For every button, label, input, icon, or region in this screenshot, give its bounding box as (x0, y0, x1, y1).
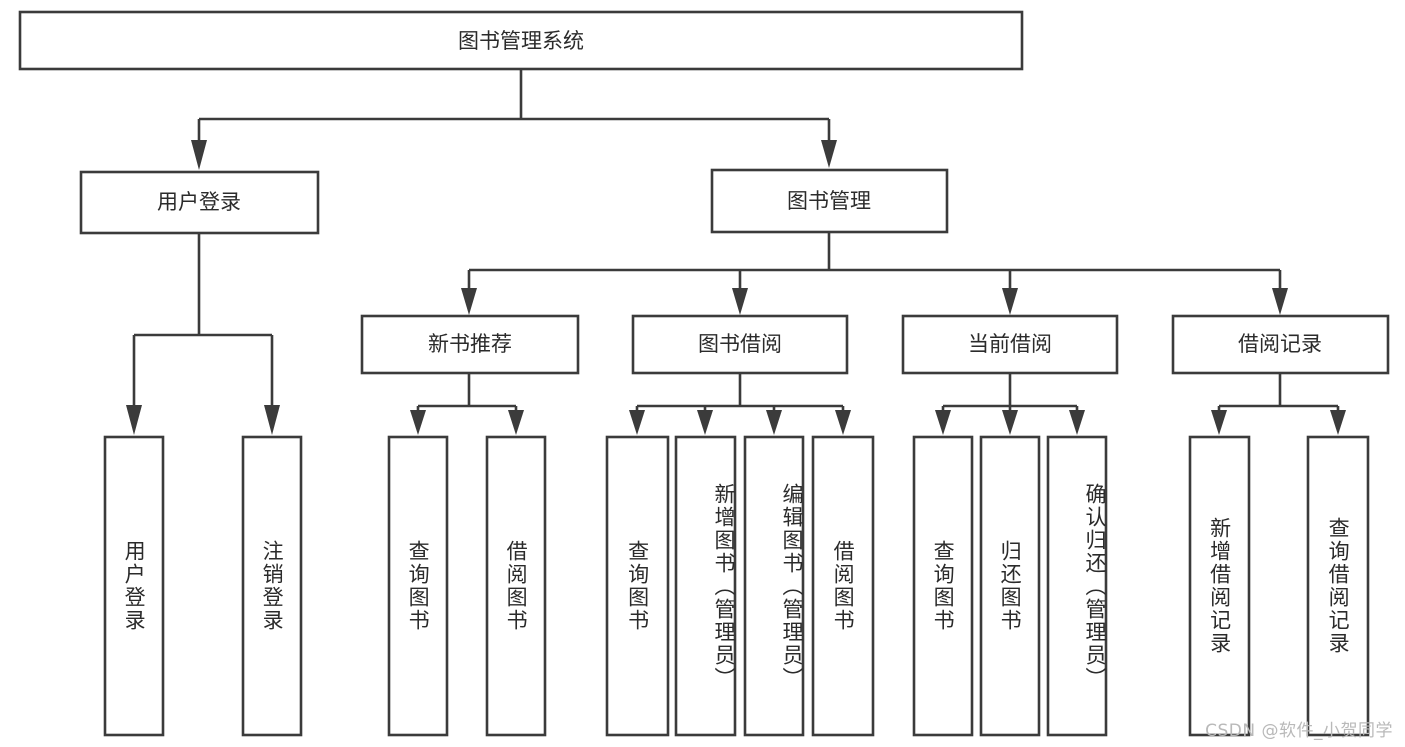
arrow-icon-cb-1 (935, 410, 951, 435)
node-new-book-recommend-box[interactable] (360, 314, 580, 375)
node-new-book-recommend[interactable]: 新书推荐 (360, 314, 580, 375)
arrow-icon-ul-2 (264, 405, 280, 435)
node-book-borrow-box[interactable] (631, 314, 849, 375)
node-book-management-box[interactable] (710, 168, 949, 234)
node-book-borrow[interactable]: 图书借阅 (631, 314, 849, 375)
node-root-system[interactable]: 图书管理系统 (18, 10, 1024, 71)
leaf-box-query-book-new[interactable] (387, 435, 449, 737)
arrow-icon-ul-1 (126, 405, 142, 435)
arrow-icon-bw-3 (766, 410, 782, 435)
leaf-box-query-borrow-record[interactable] (1306, 435, 1370, 737)
node-new-book-recommend-label: 新书推荐 (428, 332, 512, 356)
node-book-management-label: 图书管理 (787, 189, 871, 213)
leaf-box-query-book-borrow[interactable] (605, 435, 670, 737)
arrow-icon-nb-1 (410, 410, 426, 435)
arrow-icon-cb-3 (1069, 410, 1085, 435)
leaf-box-add-borrow-record[interactable] (1188, 435, 1251, 737)
arrow-icon-l3-2 (732, 288, 748, 315)
node-borrow-record-label: 借阅记录 (1238, 332, 1322, 356)
connector-newbook-to-leaves (410, 373, 524, 435)
arrow-icon-l3-3 (1002, 288, 1018, 315)
leaf-box-logout[interactable] (241, 435, 303, 737)
node-user-login-box[interactable] (79, 170, 320, 235)
arrow-icon-rc-2 (1330, 410, 1346, 435)
arrow-icon-bw-4 (835, 410, 851, 435)
leaf-box-borrow-book-new[interactable] (485, 435, 547, 737)
arrow-icon-l3-1 (461, 288, 477, 315)
arrow-icon-user-login (191, 140, 207, 170)
leaf-box-edit-book-admin[interactable] (743, 435, 805, 737)
node-current-borrow[interactable]: 当前借阅 (901, 314, 1119, 375)
connector-record-to-leaves (1211, 373, 1346, 435)
connector-current-to-leaves (935, 373, 1085, 435)
leaf-box-borrow-book[interactable] (811, 435, 875, 737)
leaf-box-user-login[interactable] (103, 435, 165, 737)
node-root-box[interactable] (18, 10, 1024, 71)
arrow-icon-rc-1 (1211, 410, 1227, 435)
node-borrow-record-box[interactable] (1171, 314, 1390, 375)
connector-bookmgmt-to-level3 (461, 232, 1288, 315)
arrow-icon-bw-2 (697, 410, 713, 435)
node-current-borrow-label: 当前借阅 (968, 332, 1052, 356)
arrow-icon-book-mgmt (821, 140, 837, 168)
arrow-icon-nb-2 (508, 410, 524, 435)
csdn-watermark: CSDN @软件_小贺同学 (1205, 721, 1393, 741)
connector-userlogin-to-leaves (126, 233, 280, 435)
arrow-icon-bw-1 (629, 410, 645, 435)
node-user-login-label: 用户登录 (157, 190, 241, 214)
arrow-icon-l3-4 (1272, 288, 1288, 315)
node-current-borrow-box[interactable] (901, 314, 1119, 375)
node-book-management[interactable]: 图书管理 (710, 168, 949, 234)
node-borrow-record[interactable]: 借阅记录 (1171, 314, 1390, 375)
node-root-label: 图书管理系统 (458, 29, 584, 53)
connector-root-to-level2 (191, 69, 837, 170)
leaf-box-return-book[interactable] (979, 435, 1041, 737)
leaf-box-add-book-admin[interactable] (674, 435, 737, 737)
leaf-box-confirm-return-admin[interactable] (1046, 435, 1108, 737)
node-user-login[interactable]: 用户登录 (79, 170, 320, 235)
leaf-box-query-book-current[interactable] (912, 435, 974, 737)
arrow-icon-cb-2 (1002, 410, 1018, 435)
leaf-boxes (103, 435, 1370, 737)
node-book-borrow-label: 图书借阅 (698, 332, 782, 356)
connector-borrow-to-leaves (629, 373, 851, 435)
